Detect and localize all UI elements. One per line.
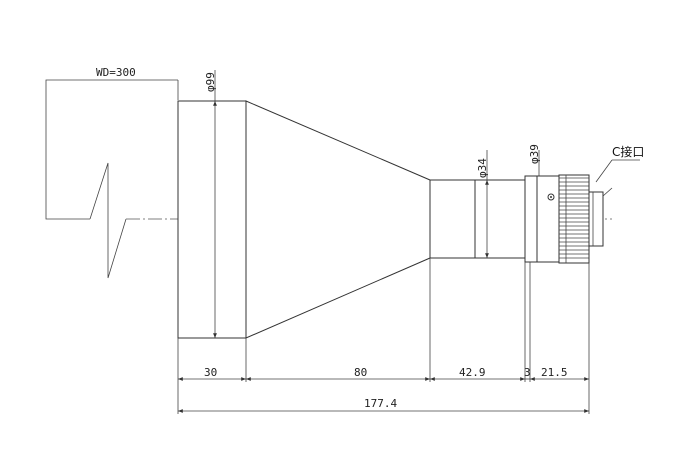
segment-dimensions: 30 80 42.9 3 21.5 — [178, 366, 589, 381]
segment-dimension-5: 21.5 — [541, 366, 568, 379]
segment-dimension-4: 3 — [524, 366, 531, 379]
middle-tube — [429, 179, 476, 259]
segment-dimension-3: 42.9 — [459, 366, 486, 379]
working-distance-bracket: WD=300 — [45, 66, 179, 279]
screw-hole — [547, 193, 555, 201]
c-mount — [588, 191, 604, 247]
rear-housing — [536, 175, 560, 263]
knurled-ring — [558, 174, 590, 264]
working-distance-label: WD=300 — [96, 66, 136, 79]
mount-label: C接口 — [612, 144, 644, 159]
segment-dimension-2: 80 — [354, 366, 367, 379]
extension-lines — [177, 258, 590, 414]
middle-diameter-label: φ34 — [476, 158, 489, 178]
total-length-dimension: 177.4 — [178, 397, 589, 413]
segment-dimension-1: 30 — [204, 366, 217, 379]
total-length-label: 177.4 — [364, 397, 397, 410]
rear-collar — [524, 175, 538, 263]
conical-barrel — [245, 100, 431, 339]
front-barrel — [177, 100, 247, 339]
front-diameter-label: φ99 — [204, 72, 217, 92]
middle-tube-step — [474, 179, 526, 259]
rear-diameter-label: φ39 — [528, 144, 541, 164]
